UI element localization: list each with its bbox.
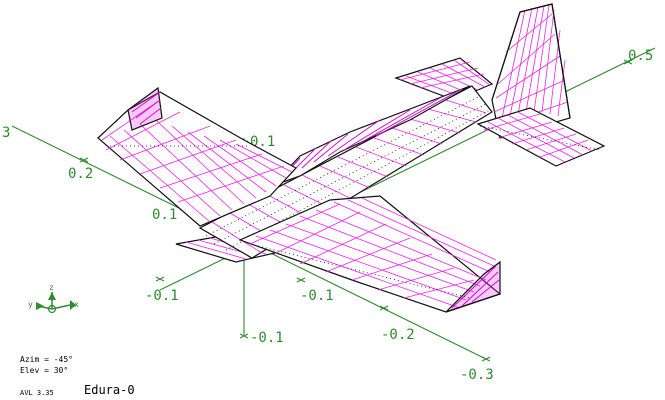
case-title: Edura-0 bbox=[84, 383, 135, 397]
triad-z-label: z bbox=[49, 283, 54, 292]
tick-label-x-0.2: 0.2 bbox=[68, 166, 93, 182]
axis-triad: z y x bbox=[28, 283, 79, 314]
app-version: AVL 3.35 bbox=[20, 389, 54, 397]
view-azimuth: Azim = -45° bbox=[20, 355, 73, 364]
fuselage bbox=[198, 85, 493, 259]
tick-label-left-edge: 3 bbox=[2, 125, 10, 141]
view-elevation: Elev = 30° bbox=[20, 366, 69, 375]
stabilizer-aft bbox=[476, 107, 606, 167]
canopy bbox=[271, 85, 471, 187]
wing-right bbox=[238, 195, 502, 313]
tick-label-x-neg-0.2: -0.2 bbox=[381, 327, 415, 343]
tick-label-y-0.5: 0.5 bbox=[628, 48, 653, 64]
triad-y-label: y bbox=[28, 300, 33, 309]
tick-label-x-neg-0.1: -0.1 bbox=[300, 288, 334, 304]
wing-left bbox=[97, 86, 297, 227]
triad-x-label: x bbox=[74, 300, 79, 309]
tick-label-x-neg-0.3: -0.3 bbox=[460, 367, 494, 383]
tick-label-z-neg-0.1: -0.1 bbox=[250, 330, 284, 346]
tick-label-y-neg-0.1-left: -0.1 bbox=[145, 288, 179, 304]
tick-label-x-0.1: 0.1 bbox=[152, 207, 177, 223]
